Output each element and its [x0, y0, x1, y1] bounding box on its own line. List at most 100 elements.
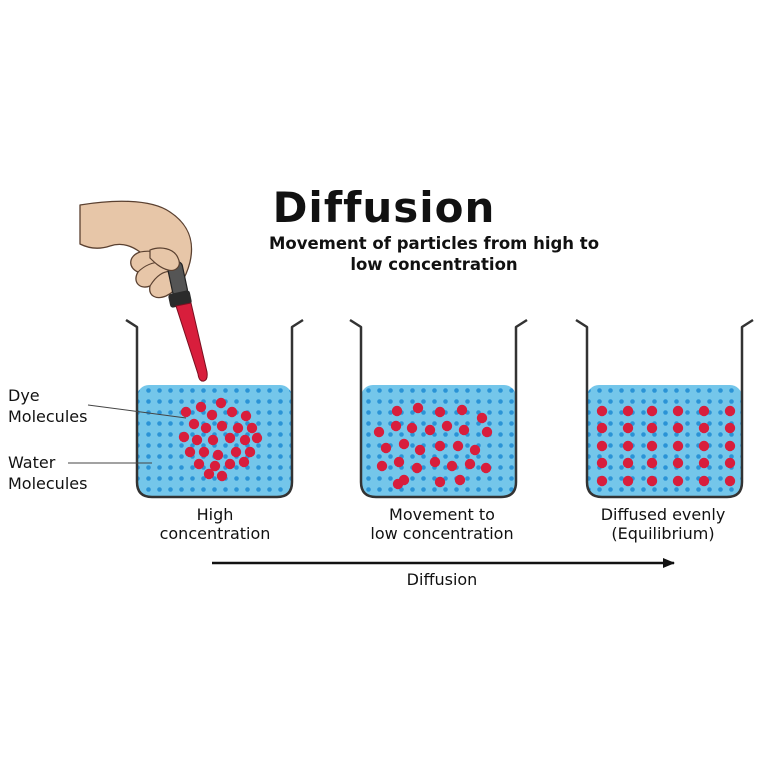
beaker-2-dye-molecule [469, 444, 481, 456]
beaker-2-dye-molecule [480, 462, 492, 474]
beaker-2-dye-molecule [434, 406, 446, 418]
beaker-2-dye-molecule [434, 476, 446, 488]
beaker-3-dye-molecule [698, 405, 710, 417]
caption-2-line-1: Movement to [389, 505, 495, 524]
caption-3-line-2: (Equilibrium) [611, 524, 715, 543]
beaker-3-glass [575, 318, 754, 499]
beaker-3-dye-molecule [622, 405, 634, 417]
beaker-2-dye-molecule [392, 478, 404, 490]
beaker-2-dye-molecule [446, 460, 458, 472]
beaker-3-dye-molecule [596, 422, 608, 434]
beaker-3-dye-molecule [622, 475, 634, 487]
beaker-2-dye-molecule [380, 442, 392, 454]
dropper-cap-icon [168, 290, 192, 308]
page-title: Diffusion [272, 183, 496, 232]
beaker-2-dye-molecule [373, 426, 385, 438]
beaker-1-dye-molecule [191, 434, 203, 446]
beaker-1-dye-molecule [212, 449, 224, 461]
beaker-1-dye-molecule [238, 456, 250, 468]
beaker-1-dye-molecule [216, 470, 228, 482]
beaker-3-dye-molecule [622, 457, 634, 469]
beaker-1-dye-molecule [232, 422, 244, 434]
beaker-3-dye-molecule [646, 422, 658, 434]
dropper-tube-icon [175, 302, 208, 382]
thumb-icon [149, 247, 180, 271]
beaker-2-dye-molecule [393, 456, 405, 468]
beaker-equilibrium [575, 318, 754, 499]
beaker-1-dye-molecule [209, 460, 221, 472]
beaker-3-dye-molecule [646, 405, 658, 417]
beaker-3-dye-molecule [724, 422, 736, 434]
beaker-2-dye-molecule [464, 458, 476, 470]
beaker-1-dye-molecule [206, 409, 218, 421]
beaker-1-dye-molecule [226, 406, 238, 418]
beaker-1-dye-molecule [178, 431, 190, 443]
beaker-3-dye-molecule [646, 440, 658, 452]
beaker-2-dye-molecule [456, 404, 468, 416]
beaker-3-dye-molecule [672, 475, 684, 487]
beaker-1-dye-molecule [246, 422, 258, 434]
water-label-line-2: Molecules [8, 474, 88, 493]
beaker-1-dye-molecule [230, 446, 242, 458]
beaker-1-dye-molecule [207, 434, 219, 446]
beaker-1-dye-molecule [193, 458, 205, 470]
beaker-1-glass [125, 318, 304, 499]
beaker-1-dye-molecule [251, 432, 263, 444]
dye-label-line-1: Dye [8, 386, 40, 405]
beaker-2-dye-molecule [476, 412, 488, 424]
water-molecules-label: Water Molecules [8, 452, 87, 494]
beaker-2-dye-molecule [429, 456, 441, 468]
beaker-3-dye-molecule [596, 405, 608, 417]
beaker-1-dye-molecule [215, 397, 227, 409]
beaker-3-dye-molecule [698, 475, 710, 487]
beaker-movement [349, 318, 528, 499]
beaker-3-dye-molecules [596, 405, 736, 487]
beaker-3-dye-molecule [698, 440, 710, 452]
beaker-2-dye-molecule [441, 420, 453, 432]
beaker-2-dye-molecule [406, 422, 418, 434]
diffusion-arrow-label: Diffusion [406, 570, 478, 589]
beaker-2-dye-molecule [454, 474, 466, 486]
beaker-3-dye-molecule [646, 475, 658, 487]
beaker-2-dye-molecule [481, 426, 493, 438]
beaker-2-dye-molecule [398, 438, 410, 450]
beaker-3-dye-molecule [698, 457, 710, 469]
beaker-2-dye-molecule [412, 402, 424, 414]
dye-label-line-2: Molecules [8, 407, 88, 426]
beaker-3-dye-molecule [596, 440, 608, 452]
beaker-2-dye-molecule [434, 440, 446, 452]
beaker-1-dye-molecule [188, 418, 200, 430]
caption-equilibrium: Diffused evenly (Equilibrium) [553, 505, 768, 543]
caption-1-line-1: High [196, 505, 234, 524]
beaker-2-dye-molecule [376, 460, 388, 472]
beaker-3-water-molecules [587, 385, 742, 497]
beaker-3-dye-molecule [724, 405, 736, 417]
beaker-2-dye-molecule [390, 420, 402, 432]
beaker-1-dye-molecule [240, 410, 252, 422]
hand-icon [79, 200, 193, 299]
beaker-1-dye-molecules [178, 397, 263, 482]
beaker-1-dye-molecule [198, 446, 210, 458]
beaker-1-dye-molecule [216, 420, 228, 432]
beaker-high-concentration [125, 318, 304, 499]
beaker-1-dye-molecule [203, 468, 215, 480]
hand-with-dropper-icon [79, 200, 208, 382]
caption-high-concentration: High concentration [105, 505, 325, 543]
caption-1-line-2: concentration [159, 524, 271, 543]
beaker-3-dye-molecule [622, 422, 634, 434]
beaker-3-dye-molecule [646, 457, 658, 469]
dye-pointer-line [87, 404, 187, 419]
beaker-2-dye-molecule [391, 405, 403, 417]
beaker-1-dye-molecule [195, 401, 207, 413]
beaker-1-dye-molecule [244, 446, 256, 458]
beaker-3-dye-molecule [672, 457, 684, 469]
beaker-3-dye-molecule [672, 422, 684, 434]
beaker-3-dye-molecule [596, 457, 608, 469]
beaker-3-dye-molecule [724, 457, 736, 469]
beaker-2-dye-molecule [424, 424, 436, 436]
beaker-2-dye-molecule [452, 440, 464, 452]
beaker-3-dye-molecule [672, 405, 684, 417]
water-label-line-1: Water [8, 453, 56, 472]
